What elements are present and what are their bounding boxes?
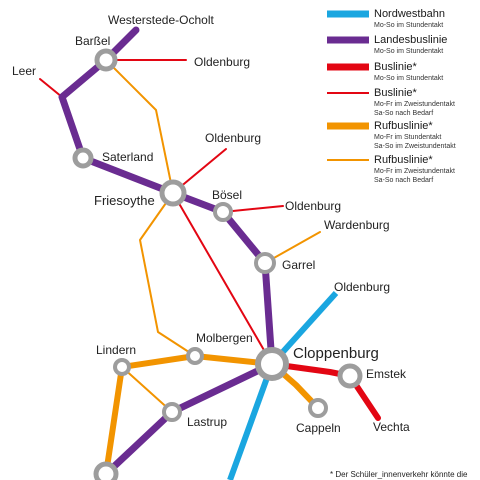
dest-westerstede: Westerstede-Ocholt bbox=[108, 13, 214, 27]
bus-thin-boesel-oldenburg bbox=[222, 205, 284, 213]
station-cloppenburg[interactable] bbox=[255, 347, 289, 381]
label-cloppenburg: Cloppenburg bbox=[293, 345, 379, 362]
dest-wardenburg: Wardenburg bbox=[324, 218, 390, 232]
rufbus-thin-barssel-friesoythe bbox=[105, 59, 174, 194]
legend-subtitle: Mo-Fr im Stundentakt bbox=[374, 134, 441, 141]
label-cappeln: Cappeln bbox=[296, 421, 341, 435]
station-lindern[interactable] bbox=[113, 358, 131, 376]
rufbus-thick-lindern-south bbox=[103, 364, 125, 477]
label-friesoythe: Friesoythe bbox=[94, 193, 155, 208]
label-garrel: Garrel bbox=[282, 258, 315, 272]
bus-thin-lines bbox=[39, 59, 284, 365]
label-emstek: Emstek bbox=[366, 367, 407, 381]
label-lastrup: Lastrup bbox=[187, 415, 227, 429]
legend-item: Buslinie* Mo-So im Stundentakt bbox=[327, 61, 443, 82]
legend-subtitle: Mo-Fr im Zweistundentakt bbox=[374, 168, 455, 175]
dest-leer: Leer bbox=[12, 64, 36, 78]
station-saterland[interactable] bbox=[72, 147, 94, 169]
station-cappeln[interactable] bbox=[308, 398, 328, 418]
label-molbergen: Molbergen bbox=[196, 331, 253, 345]
legend-subtitle: Sa-So im Zweistundentakt bbox=[374, 143, 456, 150]
legend-subtitle: Sa-So nach Bedarf bbox=[374, 110, 433, 117]
label-boesel: Bösel bbox=[212, 188, 242, 202]
legend-title: Rufbuslinie* bbox=[374, 154, 433, 166]
nordwestbahn-line bbox=[227, 290, 339, 480]
rufbus-thin-lindern-lastrup bbox=[121, 366, 173, 413]
legend-title: Rufbuslinie* bbox=[374, 120, 433, 132]
station-emstek[interactable] bbox=[337, 363, 363, 389]
legend-item: Rufbuslinie* Mo-Fr im ZweistundentaktSa-S… bbox=[327, 154, 455, 184]
legend-title: Buslinie* bbox=[374, 87, 418, 99]
legend-subtitle: Mo-Fr im Zweistundentakt bbox=[374, 101, 455, 108]
destination-labels: Westerstede-Ocholt Leer Oldenburg Oldenb… bbox=[12, 13, 410, 434]
station-southwest[interactable] bbox=[93, 461, 119, 480]
dest-vechta: Vechta bbox=[373, 420, 410, 434]
station-friesoythe[interactable] bbox=[159, 179, 187, 207]
station-labels: Barßel Saterland Friesoythe Bösel Garrel… bbox=[75, 34, 407, 435]
bus-thin-friesoythe-cloppenburg bbox=[172, 192, 273, 365]
dest-oldenburg-rail: Oldenburg bbox=[334, 280, 390, 294]
label-saterland: Saterland bbox=[102, 150, 153, 164]
footnote: * Der Schüler_innenverkehr könnte die bbox=[330, 470, 468, 479]
station-lastrup[interactable] bbox=[162, 402, 182, 422]
station-boesel[interactable] bbox=[213, 202, 233, 222]
legend-subtitle: Sa-So nach Bedarf bbox=[374, 177, 433, 184]
bus-thin-leer bbox=[39, 78, 63, 98]
station-molbergen[interactable] bbox=[186, 347, 204, 365]
legend-subtitle: Mo-So im Stundentakt bbox=[374, 75, 443, 82]
dest-oldenburg-friesoythe: Oldenburg bbox=[205, 131, 261, 145]
rufbus-thin-friesoythe-molbergen bbox=[139, 192, 196, 357]
stations bbox=[72, 48, 363, 480]
legend-title: Landesbuslinie bbox=[374, 34, 447, 46]
dest-oldenburg-boesel: Oldenburg bbox=[285, 199, 341, 213]
legend-subtitle: Mo-So im Stundentakt bbox=[374, 22, 443, 29]
legend-title: Buslinie* bbox=[374, 61, 418, 73]
station-barssel[interactable] bbox=[94, 48, 118, 72]
legend-title: Nordwestbahn bbox=[374, 8, 445, 20]
label-lindern: Lindern bbox=[96, 343, 136, 357]
dest-oldenburg-barssel: Oldenburg bbox=[194, 55, 250, 69]
label-barssel: Barßel bbox=[75, 34, 110, 48]
station-garrel[interactable] bbox=[254, 252, 276, 274]
legend-subtitle: Mo-So im Stundentakt bbox=[374, 48, 443, 55]
rail-cloppenburg-south bbox=[227, 362, 275, 480]
